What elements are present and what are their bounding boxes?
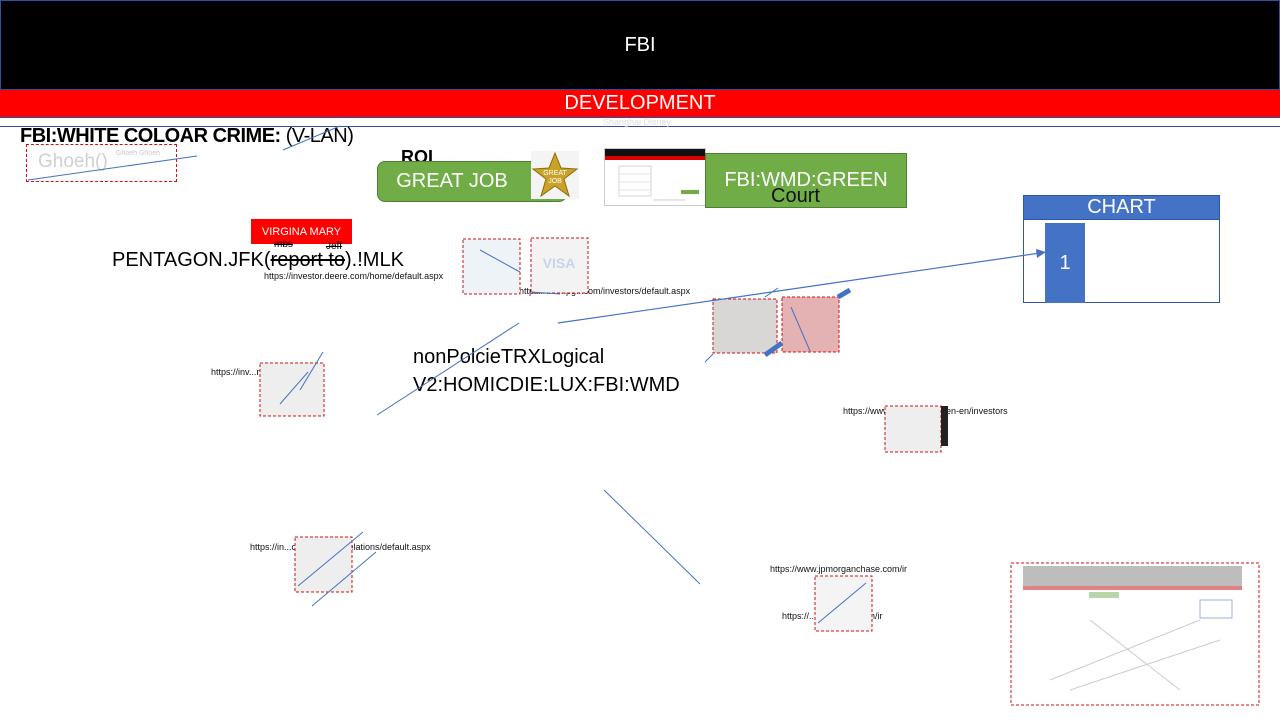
banner-divider [0,118,1280,127]
fbi-wmd-green-button[interactable]: FBI:WMD:GREEN [705,153,907,208]
center-text: nonPolcieTRXLogical V2:HOMICDIE:LUX:FBI:… [413,343,680,399]
pentagon-text: PENTAGON.JFK(report to).!MLK [112,249,404,272]
great-job-label: GREAT JOB [396,170,508,192]
crime-title-bold: FBI:WHITE COLOAR CRIME: [20,125,281,147]
development-label: DEVELOPMENT [564,92,716,114]
center-text-line-2: V2:HOMICDIE:LUX:FBI:WMD [413,374,680,396]
url-technologies-link[interactable]: https://inv...nologies.com/ [211,367,312,377]
header-title: FBI [624,33,656,56]
chart-bar-value: 1 [1059,251,1071,274]
image-placeholders: VISA [259,237,1260,706]
url-jpm-link-2[interactable]: https://...ganchase.com/ir [782,611,883,621]
pentagon-struck: report to [270,249,346,271]
pentagon-suffix: ).!MLK [345,249,404,271]
star-badge-icon: GREAT JOB [531,151,579,199]
screenshot-thumbnail [604,148,706,206]
url-tui-link[interactable]: https://www.tuigroup.com/en-en/investors [843,406,1008,416]
virgina-mary-badge: VIRGINA MARY [251,219,352,244]
url-investor-relations-link[interactable]: https://in...com/investor-relations/defa… [250,542,431,552]
fbi-wmd-green-label: FBI:WMD:GREEN [724,169,888,191]
header-bar: FBI [0,0,1280,90]
pentagon-prefix: PENTAGON.JFK( [112,249,271,271]
chart-bar: 1 [1045,223,1085,303]
virgina-mary-label: VIRGINA MARY [261,225,342,238]
star-text-top: GREAT [543,170,567,177]
development-banner: DEVELOPMENT [0,90,1280,118]
image-frame-3[interactable] [712,298,778,354]
svg-text:VISA: VISA [543,255,576,271]
url-investors-link[interactable]: https://...tonpg...com/investors/default… [519,286,691,296]
name-jeff: Jeff [326,241,342,252]
ghoeh-sub-label: Ghoeh Ghoeh [116,150,160,157]
court-label: Court [771,185,820,207]
image-frame-4[interactable] [781,296,840,353]
image-frame-8[interactable] [814,575,873,632]
star-text-bottom: JOB [548,178,562,185]
chart-title-label: CHART [1087,196,1156,218]
name-mbs: mbs [274,239,293,250]
crime-title-normal: (V-LAN) [280,125,354,147]
image-frame-1[interactable] [462,238,521,295]
url-deere-link[interactable]: https://investor.deere.com/home/default.… [264,271,444,281]
center-text-line-1: nonPolcieTRXLogical [413,346,605,368]
url-jpm-link-1[interactable]: https://www.jpmorganchase.com/ir [770,564,908,574]
ghoeh-label: Ghoeh() [38,151,108,172]
large-screenshot-frame[interactable] [1010,562,1260,706]
banner-sub-label: Shanghai Disney [603,117,672,127]
visa-logo-icon: VISA [530,237,589,294]
chart-title: CHART [1023,195,1220,220]
